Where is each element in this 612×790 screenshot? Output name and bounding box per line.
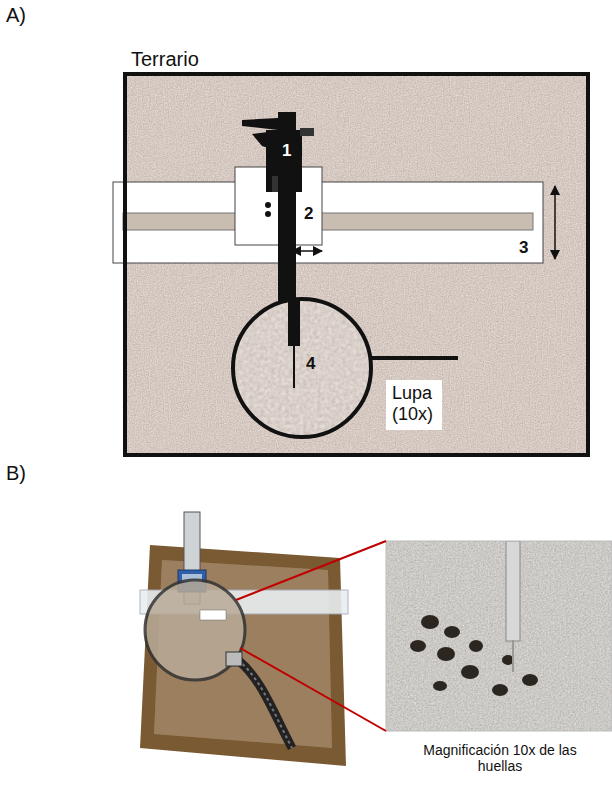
setup-photo [140, 512, 348, 766]
rail-slot [123, 213, 533, 230]
caliper-rod [288, 298, 300, 346]
lens-handle [372, 356, 458, 360]
caliper [242, 112, 314, 302]
lens [233, 299, 371, 437]
callout-number: 1 [282, 141, 291, 161]
zoom-caption: Magnificación 10x de las huellas [422, 742, 578, 774]
sand-fill [125, 74, 588, 455]
callout-number: 3 [519, 238, 528, 258]
zoom-photo [386, 541, 612, 731]
box-text: Lupa (10x) [392, 383, 433, 424]
carriage-arrow [292, 250, 322, 252]
callout-number: 4 [306, 354, 315, 374]
box-heading: Terrario [131, 48, 199, 71]
zoom-line [240, 648, 386, 731]
panel-letter: B) [6, 462, 26, 485]
callout-number: 2 [304, 204, 313, 224]
rail [113, 182, 543, 263]
zoom-line [236, 541, 386, 600]
terrarium-box: TerrarioLupa (10x) [123, 72, 590, 457]
magnifier-label-box: Lupa (10x) [386, 380, 442, 430]
probe [293, 344, 295, 388]
panel-letter: A) [6, 4, 26, 27]
rail-arrow [554, 186, 556, 259]
